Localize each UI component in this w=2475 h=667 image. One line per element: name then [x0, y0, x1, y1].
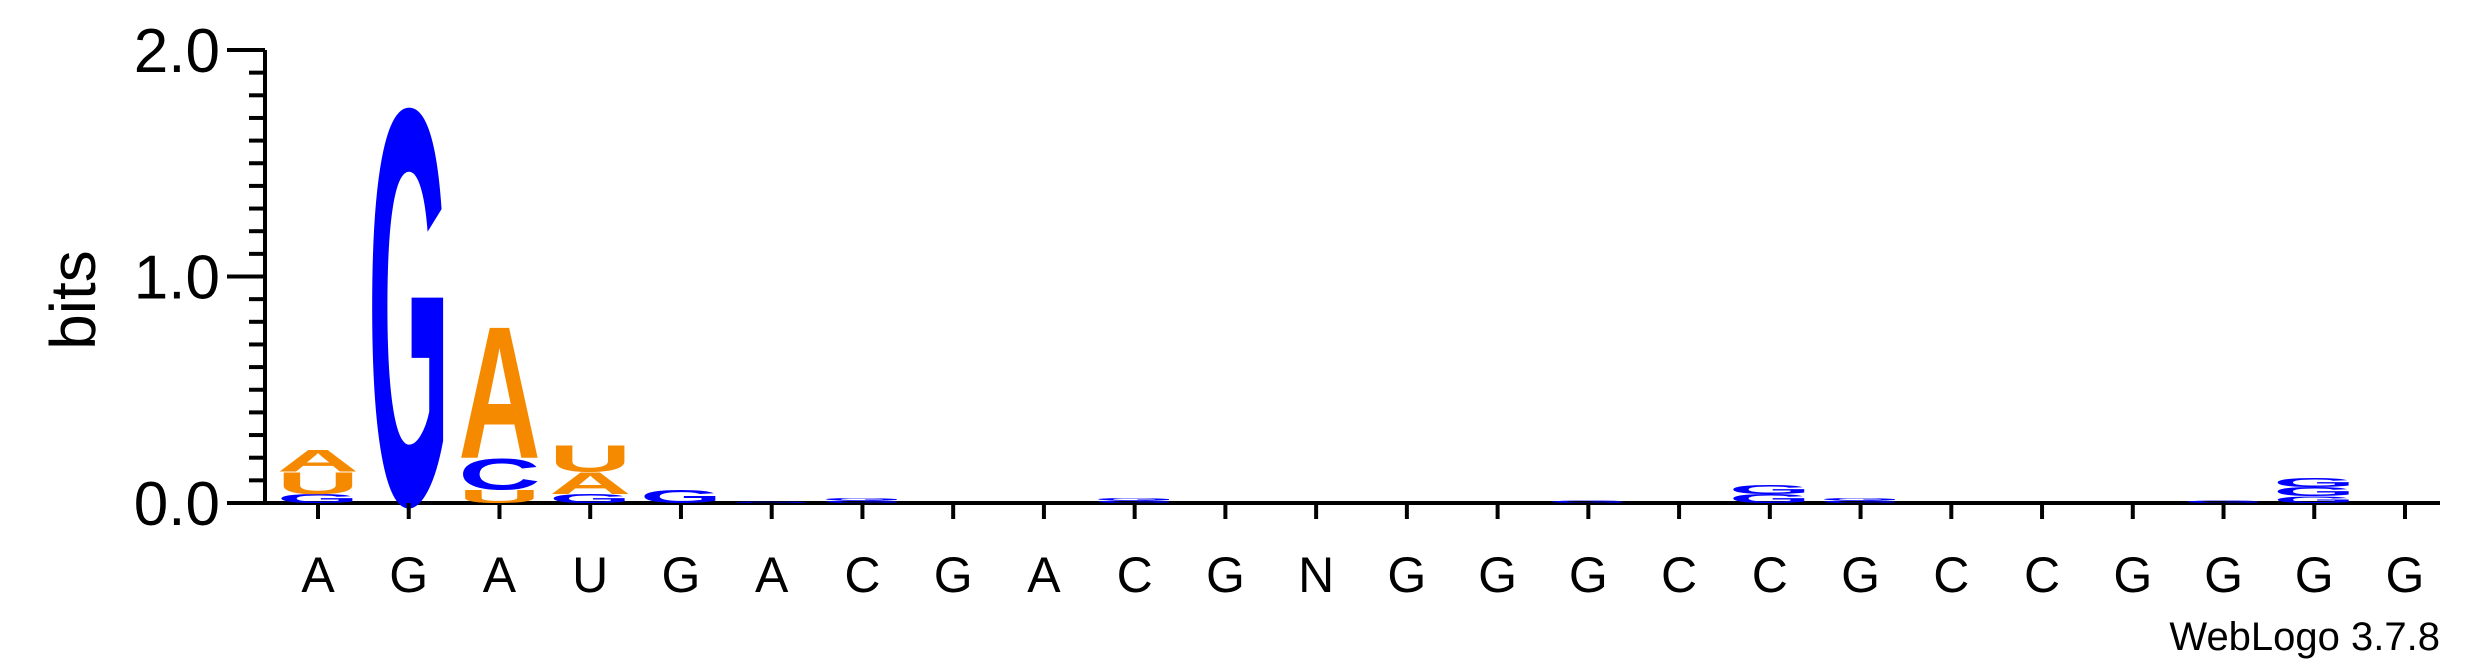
- logo-letter-G: G: [2183, 500, 2265, 504]
- logo-letter-G: G: [640, 486, 722, 507]
- x-tick-label: G: [1569, 547, 1608, 603]
- x-tick-label: A: [755, 547, 789, 603]
- logo-letter-G: G: [2273, 476, 2355, 490]
- x-tick-label: G: [1478, 547, 1517, 603]
- x-tick-label: G: [1387, 547, 1426, 603]
- logo-letter-A: A: [277, 443, 359, 478]
- logo-letter-A: A: [458, 288, 540, 499]
- y-tick-label: 1.0: [134, 244, 220, 313]
- logo-letter-G: G: [1729, 492, 1811, 506]
- x-tick-label: C: [1661, 547, 1697, 603]
- x-tick-label: C: [1933, 547, 1969, 603]
- logo-letter-G: G: [549, 492, 631, 506]
- x-tick-label: G: [2204, 547, 2243, 603]
- x-tick-label: A: [483, 547, 517, 603]
- x-tick-label: G: [2295, 547, 2334, 603]
- x-tick-label: U: [572, 547, 608, 603]
- logo-letter-G: G: [731, 502, 813, 504]
- x-tick-label: G: [662, 547, 701, 603]
- axes: 0.0 1.0 2.0: [134, 17, 2440, 539]
- logo-letter-G: G: [1094, 500, 1176, 504]
- logo-letter-G: G: [1094, 498, 1176, 502]
- logo-letter-G: G: [822, 498, 904, 502]
- x-tick-label: C: [1752, 547, 1788, 603]
- x-tick-label: G: [2113, 547, 2152, 603]
- logo-letter-G: G: [1820, 500, 1902, 504]
- x-tick-label: G: [2386, 547, 2425, 603]
- x-tick-label: A: [301, 547, 335, 603]
- logo-letter-G: G: [1547, 500, 1629, 504]
- x-tick-label: G: [389, 547, 428, 603]
- logo-letter-U: U: [277, 465, 359, 500]
- logo-letter-G: G: [368, 0, 450, 624]
- y-axis-label: bits: [37, 250, 109, 350]
- logo-letter-G: G: [2273, 494, 2355, 505]
- logo-letter-G: G: [277, 492, 359, 506]
- x-tick-label: C: [2024, 547, 2060, 603]
- weblogo-version-label: WebLogo 3.7.8: [2169, 615, 2440, 659]
- x-tick-label: A: [1027, 547, 1061, 603]
- y-tick-label: 2.0: [134, 17, 220, 86]
- logo-letter-C: C: [458, 450, 540, 499]
- logo-letter-U: U: [458, 486, 540, 507]
- x-tick-label: G: [934, 547, 973, 603]
- x-tick-label: G: [1841, 547, 1880, 603]
- logo-letter-U: U: [549, 437, 631, 479]
- logo-letter-G: G: [2273, 485, 2355, 499]
- logo-letter-A: A: [549, 465, 631, 500]
- x-tick-label: C: [1117, 547, 1153, 603]
- logo-letter-G: G: [1729, 483, 1811, 497]
- x-tick-label: N: [1298, 547, 1334, 603]
- logo-letter-G: G: [1820, 498, 1902, 502]
- logo-letter-G: G: [822, 500, 904, 504]
- x-tick-label: C: [844, 547, 880, 603]
- x-tick-label: G: [1206, 547, 1245, 603]
- y-tick-label: 0.0: [134, 470, 220, 539]
